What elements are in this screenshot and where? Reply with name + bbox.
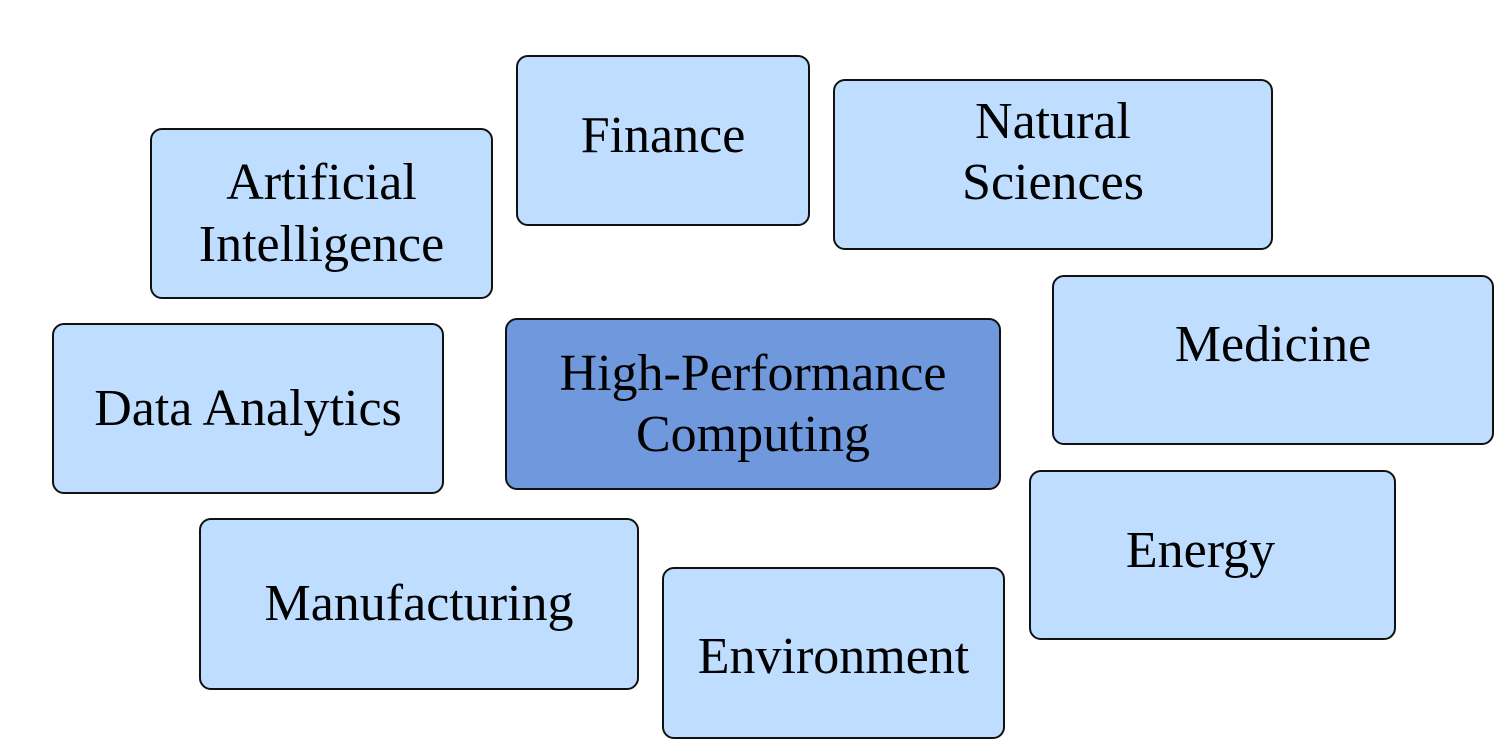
topic-label-manufacturing: Manufacturing — [264, 575, 574, 633]
topic-box-medicine: Medicine — [1052, 275, 1494, 445]
center-topic-label-line-1: High-Performance — [559, 344, 947, 402]
topic-box-artificial-intelligence: Artificial Intelligence — [150, 128, 493, 299]
topic-label-data-analytics: Data Analytics — [94, 379, 402, 437]
topic-box-manufacturing: Manufacturing — [199, 518, 639, 690]
topic-label-artificial-intelligence-line-2: Intelligence — [198, 215, 445, 273]
topic-box-natural-sciences: Natural Sciences — [833, 79, 1273, 250]
topic-label-medicine: Medicine — [1174, 316, 1372, 374]
topic-label-natural-sciences-line-1: Natural — [975, 93, 1131, 150]
topic-label-energy: Energy — [1125, 522, 1276, 580]
topic-label-environment: Environment — [697, 628, 970, 686]
topic-box-energy: Energy — [1029, 470, 1396, 640]
topic-box-finance: Finance — [516, 55, 810, 226]
topic-label-artificial-intelligence-line-1: Artificial — [226, 154, 417, 212]
center-topic-box: High-Performance Computing — [505, 318, 1001, 490]
center-topic-label-line-2: Computing — [635, 406, 871, 463]
topic-label-natural-sciences-line-2: Sciences — [962, 154, 1144, 212]
topic-label-finance: Finance — [580, 107, 746, 164]
topic-box-data-analytics: Data Analytics — [52, 323, 444, 494]
topic-box-environment: Environment — [662, 567, 1005, 739]
